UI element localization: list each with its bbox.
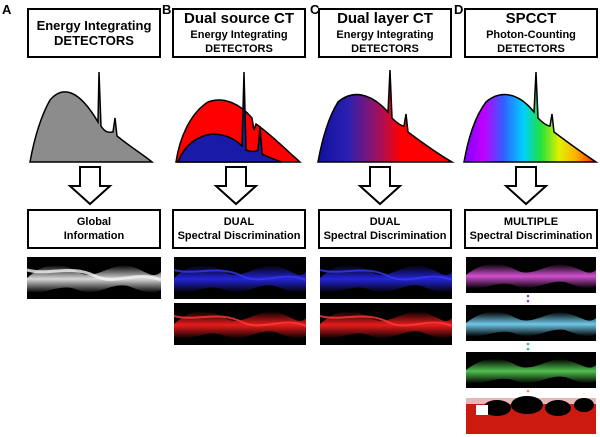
sinogram-d-green (466, 352, 596, 388)
spectrum-d (463, 71, 599, 163)
title-box-b: Dual source CT Energy Integrating DETECT… (172, 8, 306, 58)
arrow-c (357, 166, 403, 206)
sinogram-b-red (173, 303, 307, 345)
title-b-line1: Dual source CT (183, 10, 295, 27)
title-box-c: Dual layer CT Energy Integrating DETECTO… (318, 8, 452, 58)
info-b-line1: DUAL (223, 216, 255, 228)
title-d-line1: SPCCT (505, 10, 557, 27)
title-b-line2: Energy Integrating (190, 29, 288, 41)
spectrum-b (175, 71, 302, 163)
info-c-line2: Spectral Discrimination (323, 230, 447, 242)
info-d-line1: MULTIPLE (503, 216, 559, 228)
info-box-d: MULTIPLE Spectral Discrimination (464, 209, 598, 249)
title-a-line1: Energy Integrating (36, 18, 152, 33)
title-box-a: Energy Integrating DETECTORS (27, 8, 161, 58)
sinogram-d-red (466, 396, 596, 434)
info-b-line2: Spectral Discrimination (177, 230, 301, 242)
info-d-line2: Spectral Discrimination (469, 230, 593, 242)
info-box-a: Global Information (27, 209, 161, 249)
panel-letter-c: C (310, 2, 320, 17)
sinogram-c-red (319, 303, 453, 345)
title-c-line2: Energy Integrating (336, 29, 434, 41)
panel-letter-a: A (2, 2, 12, 17)
title-d-line3: DETECTORS (497, 43, 565, 55)
panel-letter-d: D (454, 2, 464, 17)
info-box-c: DUAL Spectral Discrimination (318, 209, 452, 249)
arrow-a (67, 166, 113, 206)
sinogram-d-cyan (466, 305, 596, 341)
panel-letter-b: B (162, 2, 172, 17)
sinogram-b-blue (173, 257, 307, 299)
info-box-b: DUAL Spectral Discrimination (172, 209, 306, 249)
title-d-line2: Photon-Counting (486, 29, 576, 41)
title-c-line3: DETECTORS (351, 43, 419, 55)
dots-d (526, 294, 530, 393)
spectrum-c (317, 69, 455, 163)
info-a-line1: Global (76, 216, 112, 228)
title-box-d: SPCCT Photon-Counting DETECTORS (464, 8, 598, 58)
sinogram-a-gray (26, 257, 162, 299)
sinogram-d-magenta (466, 257, 596, 293)
arrow-b (213, 166, 259, 206)
info-a-line2: Information (63, 230, 125, 242)
arrow-d (503, 166, 549, 206)
info-c-line1: DUAL (369, 216, 401, 228)
spectrum-a (29, 71, 155, 163)
title-c-line1: Dual layer CT (337, 10, 433, 27)
title-b-line3: DETECTORS (205, 43, 273, 55)
title-a-line2: DETECTORS (54, 33, 134, 48)
sinogram-c-blue (319, 257, 453, 299)
